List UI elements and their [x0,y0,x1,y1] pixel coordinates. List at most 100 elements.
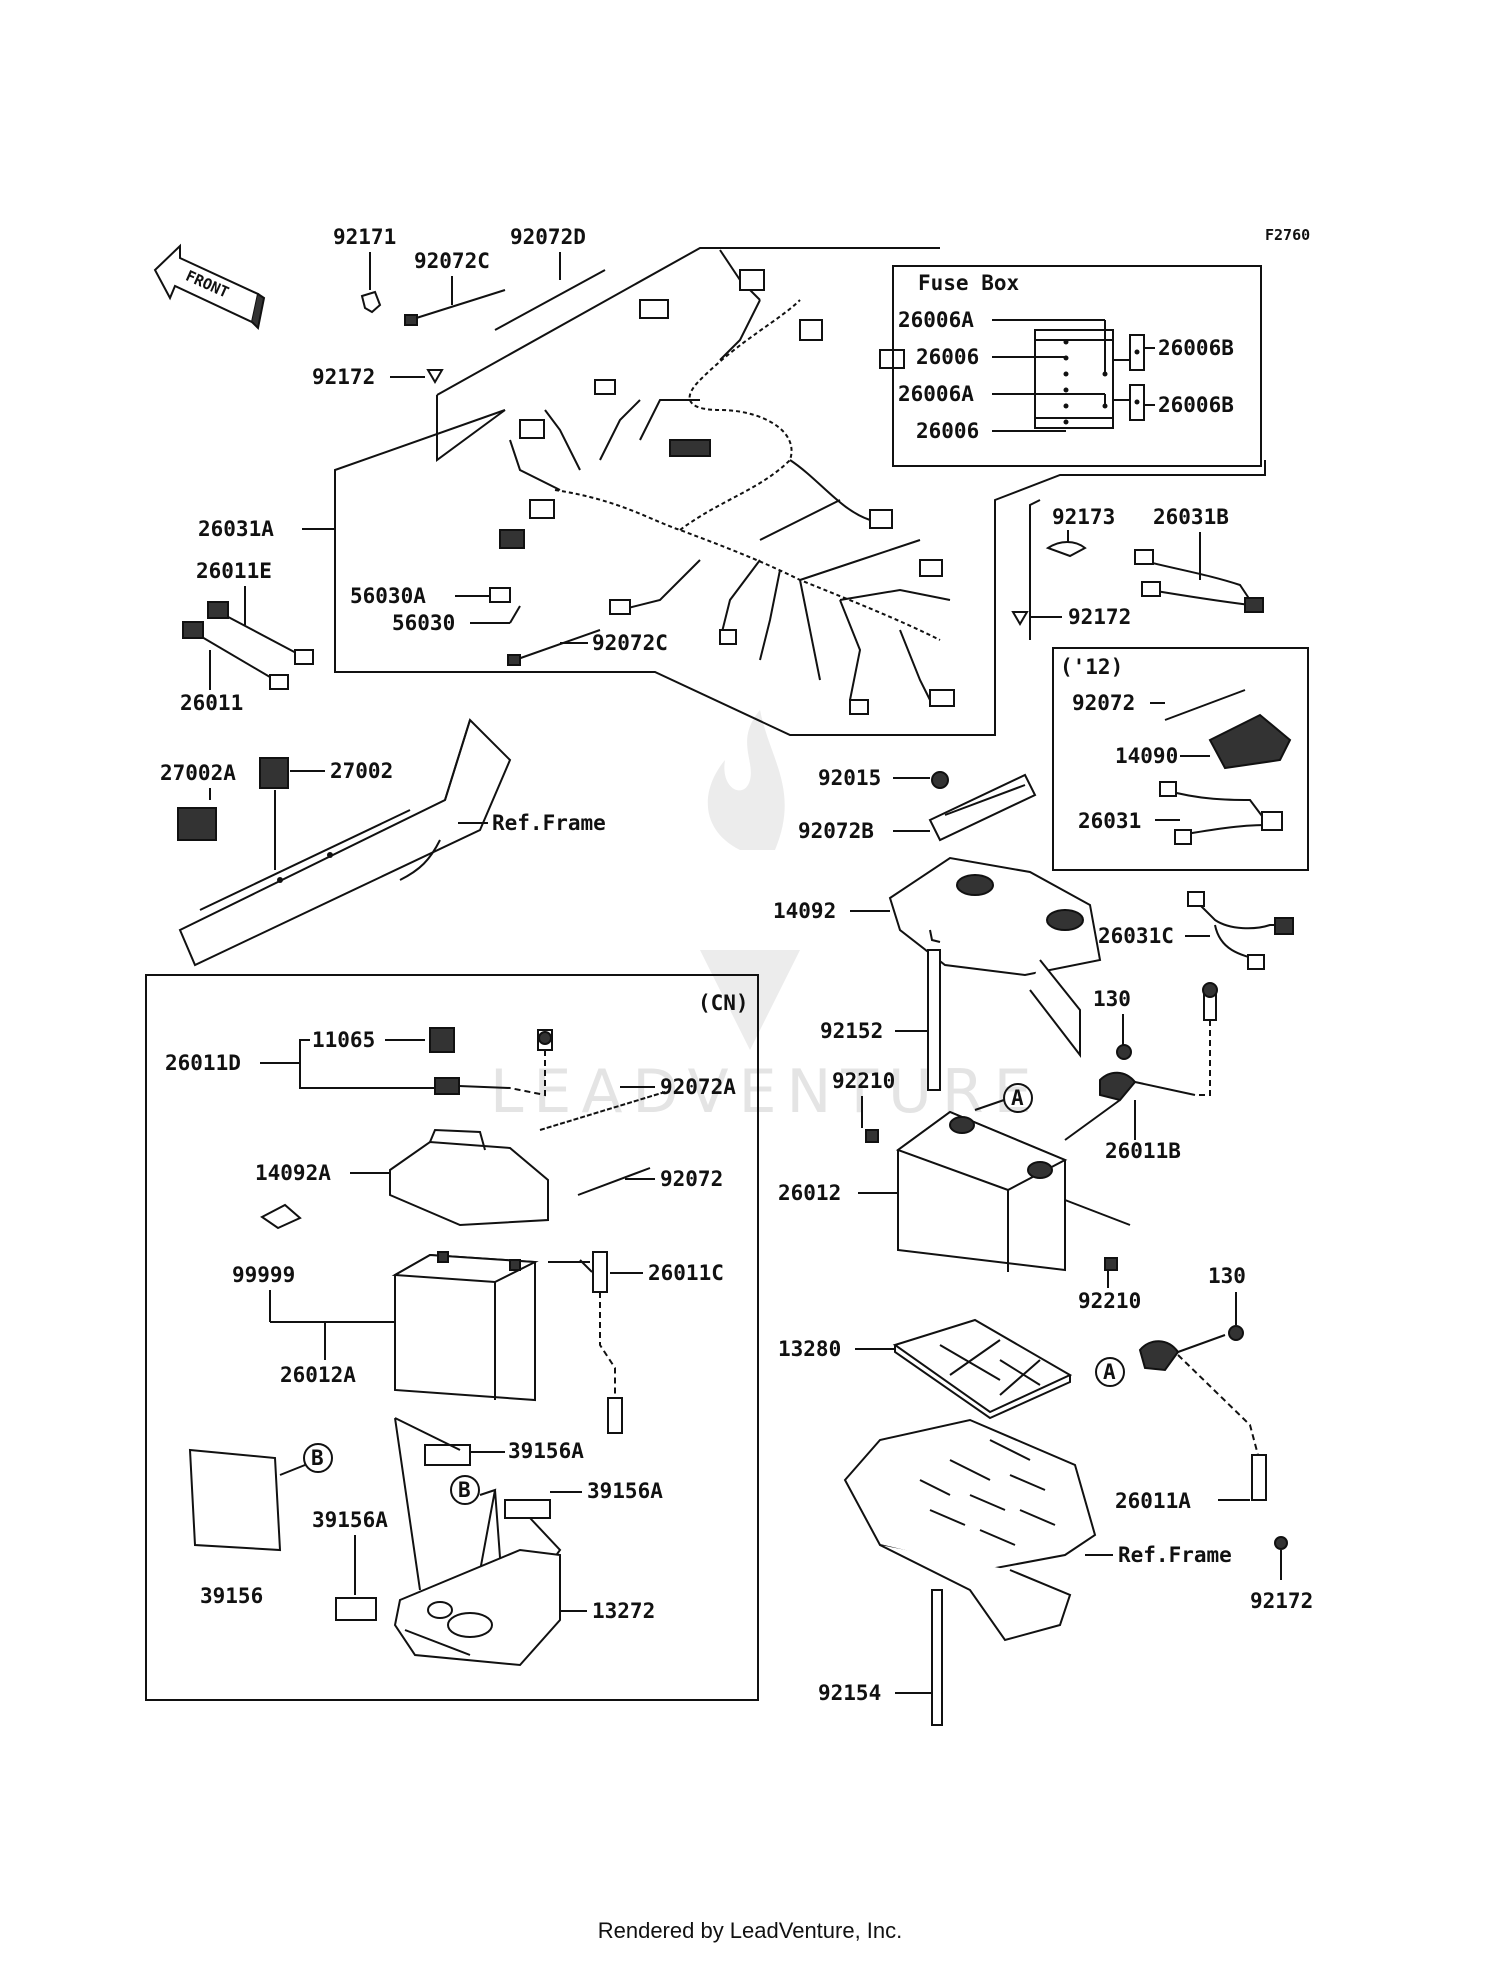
label-26031A: 26031A [198,517,274,541]
ref-frame-left [178,718,512,967]
bolt-92154 [931,1589,943,1726]
nut-92015 [931,771,949,789]
boot-11065 [429,1027,455,1053]
battery-26012 [895,1110,1068,1272]
lead-26011 [182,621,289,690]
pad-39156A-2 [504,1499,551,1519]
label-26006A-2: 26006A [898,382,974,406]
label-13280: 13280 [778,1337,841,1361]
label-26011D: 26011D [165,1051,241,1075]
label-92171: 92171 [333,225,396,249]
callout-a-1 [1003,1083,1033,1113]
label-92072A: 92072A [660,1075,736,1099]
label-92152: 92152 [820,1019,883,1043]
label-26011B: 26011B [1105,1139,1181,1163]
battery-26012A [391,1251,539,1402]
cn-label: (CN) [698,991,749,1015]
diagram-code: F2760 [1265,226,1310,244]
label-92072C-bottom: 92072C [592,631,668,655]
label-92172-lower: 92172 [1250,1589,1313,1613]
label-92210-upper: 92210 [832,1069,895,1093]
footer-credit: Rendered by LeadVenture, Inc. [597,1918,903,1943]
tie-92072C-top [404,289,506,326]
part-56030A [489,587,511,603]
label-plate-39156 [188,1448,282,1552]
label-26012: 26012 [778,1181,841,1205]
label-130-upper: 130 [1093,987,1131,1011]
lead-26011A [1138,1334,1267,1501]
label-26031-12: 26031 [1078,809,1141,833]
label-92072B: 92072B [798,819,874,843]
cover-14092A [389,1140,549,1227]
front-arrow-icon: FRONT [153,243,266,331]
label-92210-lower: 92210 [1078,1289,1141,1313]
ref-frame-right [843,1418,1097,1642]
part-99999 [260,1203,302,1230]
bolt-130-lower [1228,1325,1244,1341]
harness-26031C [1187,891,1294,970]
label-92172-top: 92172 [312,365,375,389]
tie-92072C-bottom [507,629,601,666]
callout-a-1-text: A [1011,1086,1024,1110]
label-13272: 13272 [592,1599,655,1623]
label-27002A: 27002A [160,761,236,785]
label-99999: 99999 [232,1263,295,1287]
label-11065: 11065 [312,1028,375,1052]
label-26012A: 26012A [280,1363,356,1387]
lead-26011D [434,1029,553,1097]
label-39156A-1: 39156A [508,1439,584,1463]
label-130-lower: 130 [1208,1264,1246,1288]
label-39156A-3: 39156A [312,1508,388,1532]
label-92173: 92173 [1052,505,1115,529]
label-26006B-1: 26006B [1158,336,1234,360]
watermark-text: LEADVENTURE [490,1057,1042,1127]
fuse-box-title: Fuse Box [918,271,1020,295]
callout-a-2 [1095,1357,1125,1387]
label-92172-mid: 92172 [1068,605,1131,629]
wire-harness-26031A [499,249,955,715]
callout-b-1 [303,1443,333,1473]
label-26011: 26011 [180,691,243,715]
label-92072D: 92072D [510,225,586,249]
label-26006B-2: 26006B [1158,393,1234,417]
lead-26011E [207,601,314,665]
label-26011A: 26011A [1115,1489,1191,1513]
label-92072-cn: 92072 [660,1167,723,1191]
tie-92072D [494,269,606,331]
label-39156: 39156 [200,1584,263,1608]
callout-b-2-text: B [458,1478,471,1502]
bolt-130-upper [1116,1044,1132,1060]
pad-39156A-3 [335,1597,377,1621]
lead-26011C [579,1251,623,1434]
label-26011C: 26011C [648,1261,724,1285]
cover-14090 [1208,713,1292,770]
cn-panel [145,974,759,1701]
callout-b-1-text: B [311,1446,324,1470]
label-26006-1: 26006 [916,345,979,369]
bracket-92072B [928,773,1037,842]
tray-13272 [393,1548,561,1667]
clamp-92173 [1045,541,1087,558]
label-26031B: 26031B [1153,505,1229,529]
label-14092A: 14092A [255,1161,331,1185]
ref-frame-right-label: Ref.Frame [1118,1543,1232,1567]
label-26006-2: 26006 [916,419,979,443]
label-56030: 56030 [392,611,455,635]
year-12-panel [1052,647,1309,871]
label-92154: 92154 [818,1681,881,1705]
label-14092: 14092 [773,899,836,923]
label-92072-12: 92072 [1072,691,1135,715]
watermark: LEADVENTURE [490,710,1042,1127]
label-92072C-top: 92072C [414,249,490,273]
harness-26031B [1134,549,1264,613]
fuse-box-panel: Fuse Box 26006A 26006 26006A 26006 26006… [892,265,1262,467]
harness-box-top [436,247,940,396]
screw-92172-mid [1011,611,1029,626]
callout-a-2-text: A [1103,1360,1116,1384]
screw-92172-lower [1274,1536,1288,1550]
ref-frame-left-label: Ref.Frame [492,811,606,835]
label-26031C: 26031C [1098,924,1174,948]
label-14090: 14090 [1115,744,1178,768]
callout-b-2 [450,1475,480,1505]
